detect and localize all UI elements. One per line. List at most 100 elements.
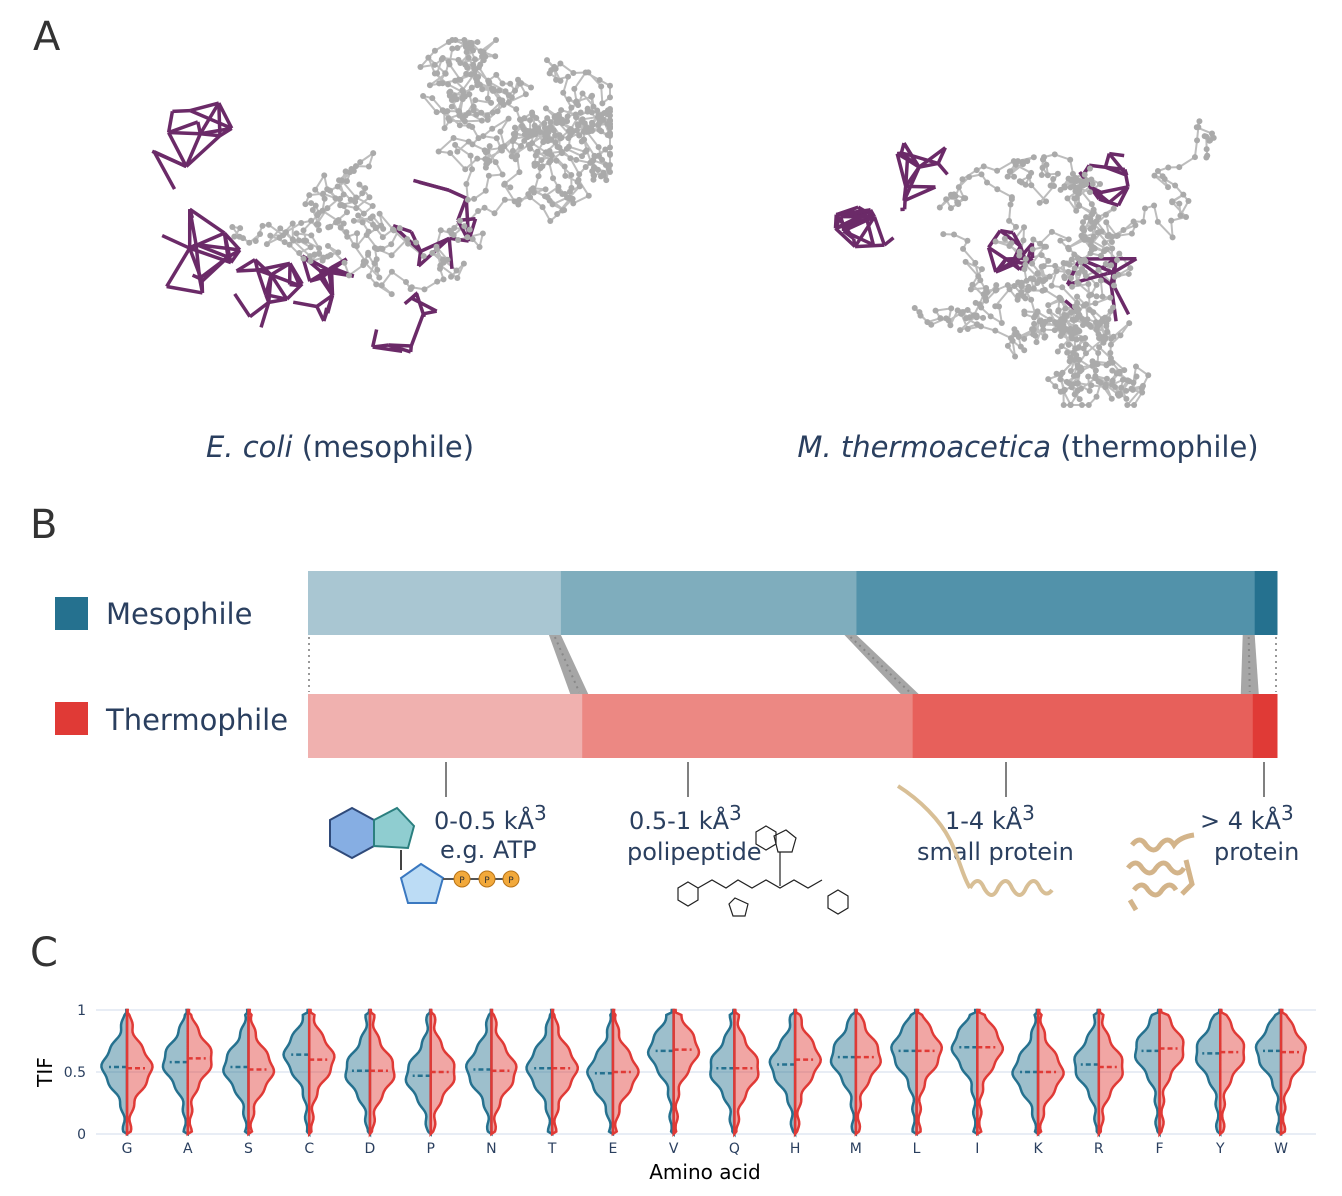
residue-node [1103,219,1110,226]
thermo-type: (thermophile) [1060,430,1258,464]
residue-node [1097,277,1104,284]
residue-node [482,53,489,60]
residue-node [1082,350,1089,357]
residue-node [1092,300,1099,307]
residue-node [539,204,546,211]
residue-node [281,239,288,246]
cluster-edge [167,131,188,168]
ecoli-type: (mesophile) [302,430,474,464]
residue-node [1045,376,1052,383]
residue-node [513,106,520,113]
residue-node [509,138,516,145]
residue-node [1028,169,1035,176]
residue-node [1102,260,1109,267]
thermophile-legend-label: Thermophile [105,703,288,737]
x-tick-D: D [365,1141,376,1157]
cluster-edge [1013,262,1022,271]
residue-node [524,128,531,135]
residue-node [518,142,525,149]
residue-node [573,156,580,163]
cluster-edge [195,242,241,252]
cluster-edge [172,108,191,114]
x-tick-A: A [183,1141,193,1157]
residue-node [359,190,366,197]
residue-node [564,194,571,201]
residue-node [462,166,469,173]
residue-node [1102,211,1109,218]
residue-node [1021,266,1028,273]
residue-node [1177,212,1184,219]
residue-node [588,119,595,126]
residue-node [544,150,551,157]
residue-node [344,233,351,240]
residue-node [588,109,595,116]
cluster-edge [1088,163,1106,169]
residue-node [1193,124,1200,131]
residue-node [366,273,373,280]
backbone-edge [454,144,472,157]
residue-node [993,282,1000,289]
residue-node [497,128,504,135]
residue-node [475,207,482,214]
residue-node [511,124,518,131]
residue-node [964,307,971,314]
residue-node [590,103,597,110]
residue-node [1015,334,1022,341]
residue-node [955,184,962,191]
residue-node [1039,164,1046,171]
residue-node [534,161,541,168]
residue-node [585,69,592,76]
residue-node [587,159,594,166]
thermophile-violin-V [672,1008,701,1137]
residue-node [1007,201,1014,208]
residue-node [345,272,352,279]
residue-node [1094,323,1101,330]
residue-node [1071,357,1078,364]
residue-node [482,164,489,171]
bin-example-1: polipeptide [627,838,762,866]
residue-node [1079,316,1086,323]
cluster-edge [456,197,468,221]
residue-node [488,99,495,106]
residue-node [972,259,979,266]
residue-node [470,47,477,54]
residue-node [460,260,467,267]
cluster-edge [370,329,379,348]
cluster-edge [217,102,234,130]
residue-node [300,227,307,234]
residue-node [595,144,602,151]
residue-node [1088,201,1095,208]
residue-node [947,205,954,212]
residue-node [321,195,328,202]
residue-node [1051,183,1058,190]
residue-node [978,171,985,178]
residue-node [1130,218,1137,225]
residue-node [1057,371,1064,378]
residue-node [390,227,397,234]
residue-node [1098,252,1105,259]
residue-node [240,235,247,242]
residue-node [1087,215,1094,222]
residue-node [575,122,582,129]
backbone-edge [1061,286,1078,304]
residue-node [547,124,554,131]
residue-node [1069,316,1076,323]
cluster-edge [161,233,191,250]
residue-node [1080,219,1087,226]
cluster-edge [315,293,334,308]
residue-node [435,148,442,155]
x-tick-K: K [1033,1141,1043,1157]
residue-node [445,81,452,88]
residue-node [468,84,475,91]
residue-node [1021,224,1028,231]
thermophile-violin-I [976,1008,1005,1137]
residue-node [267,232,274,239]
residue-node [429,95,436,102]
residue-node [468,39,475,46]
residue-node [1081,234,1088,241]
residue-node [492,159,499,166]
residue-node [1074,380,1081,387]
thermophile-segment [582,694,914,758]
residue-node [1018,279,1025,286]
residue-node [343,178,350,185]
